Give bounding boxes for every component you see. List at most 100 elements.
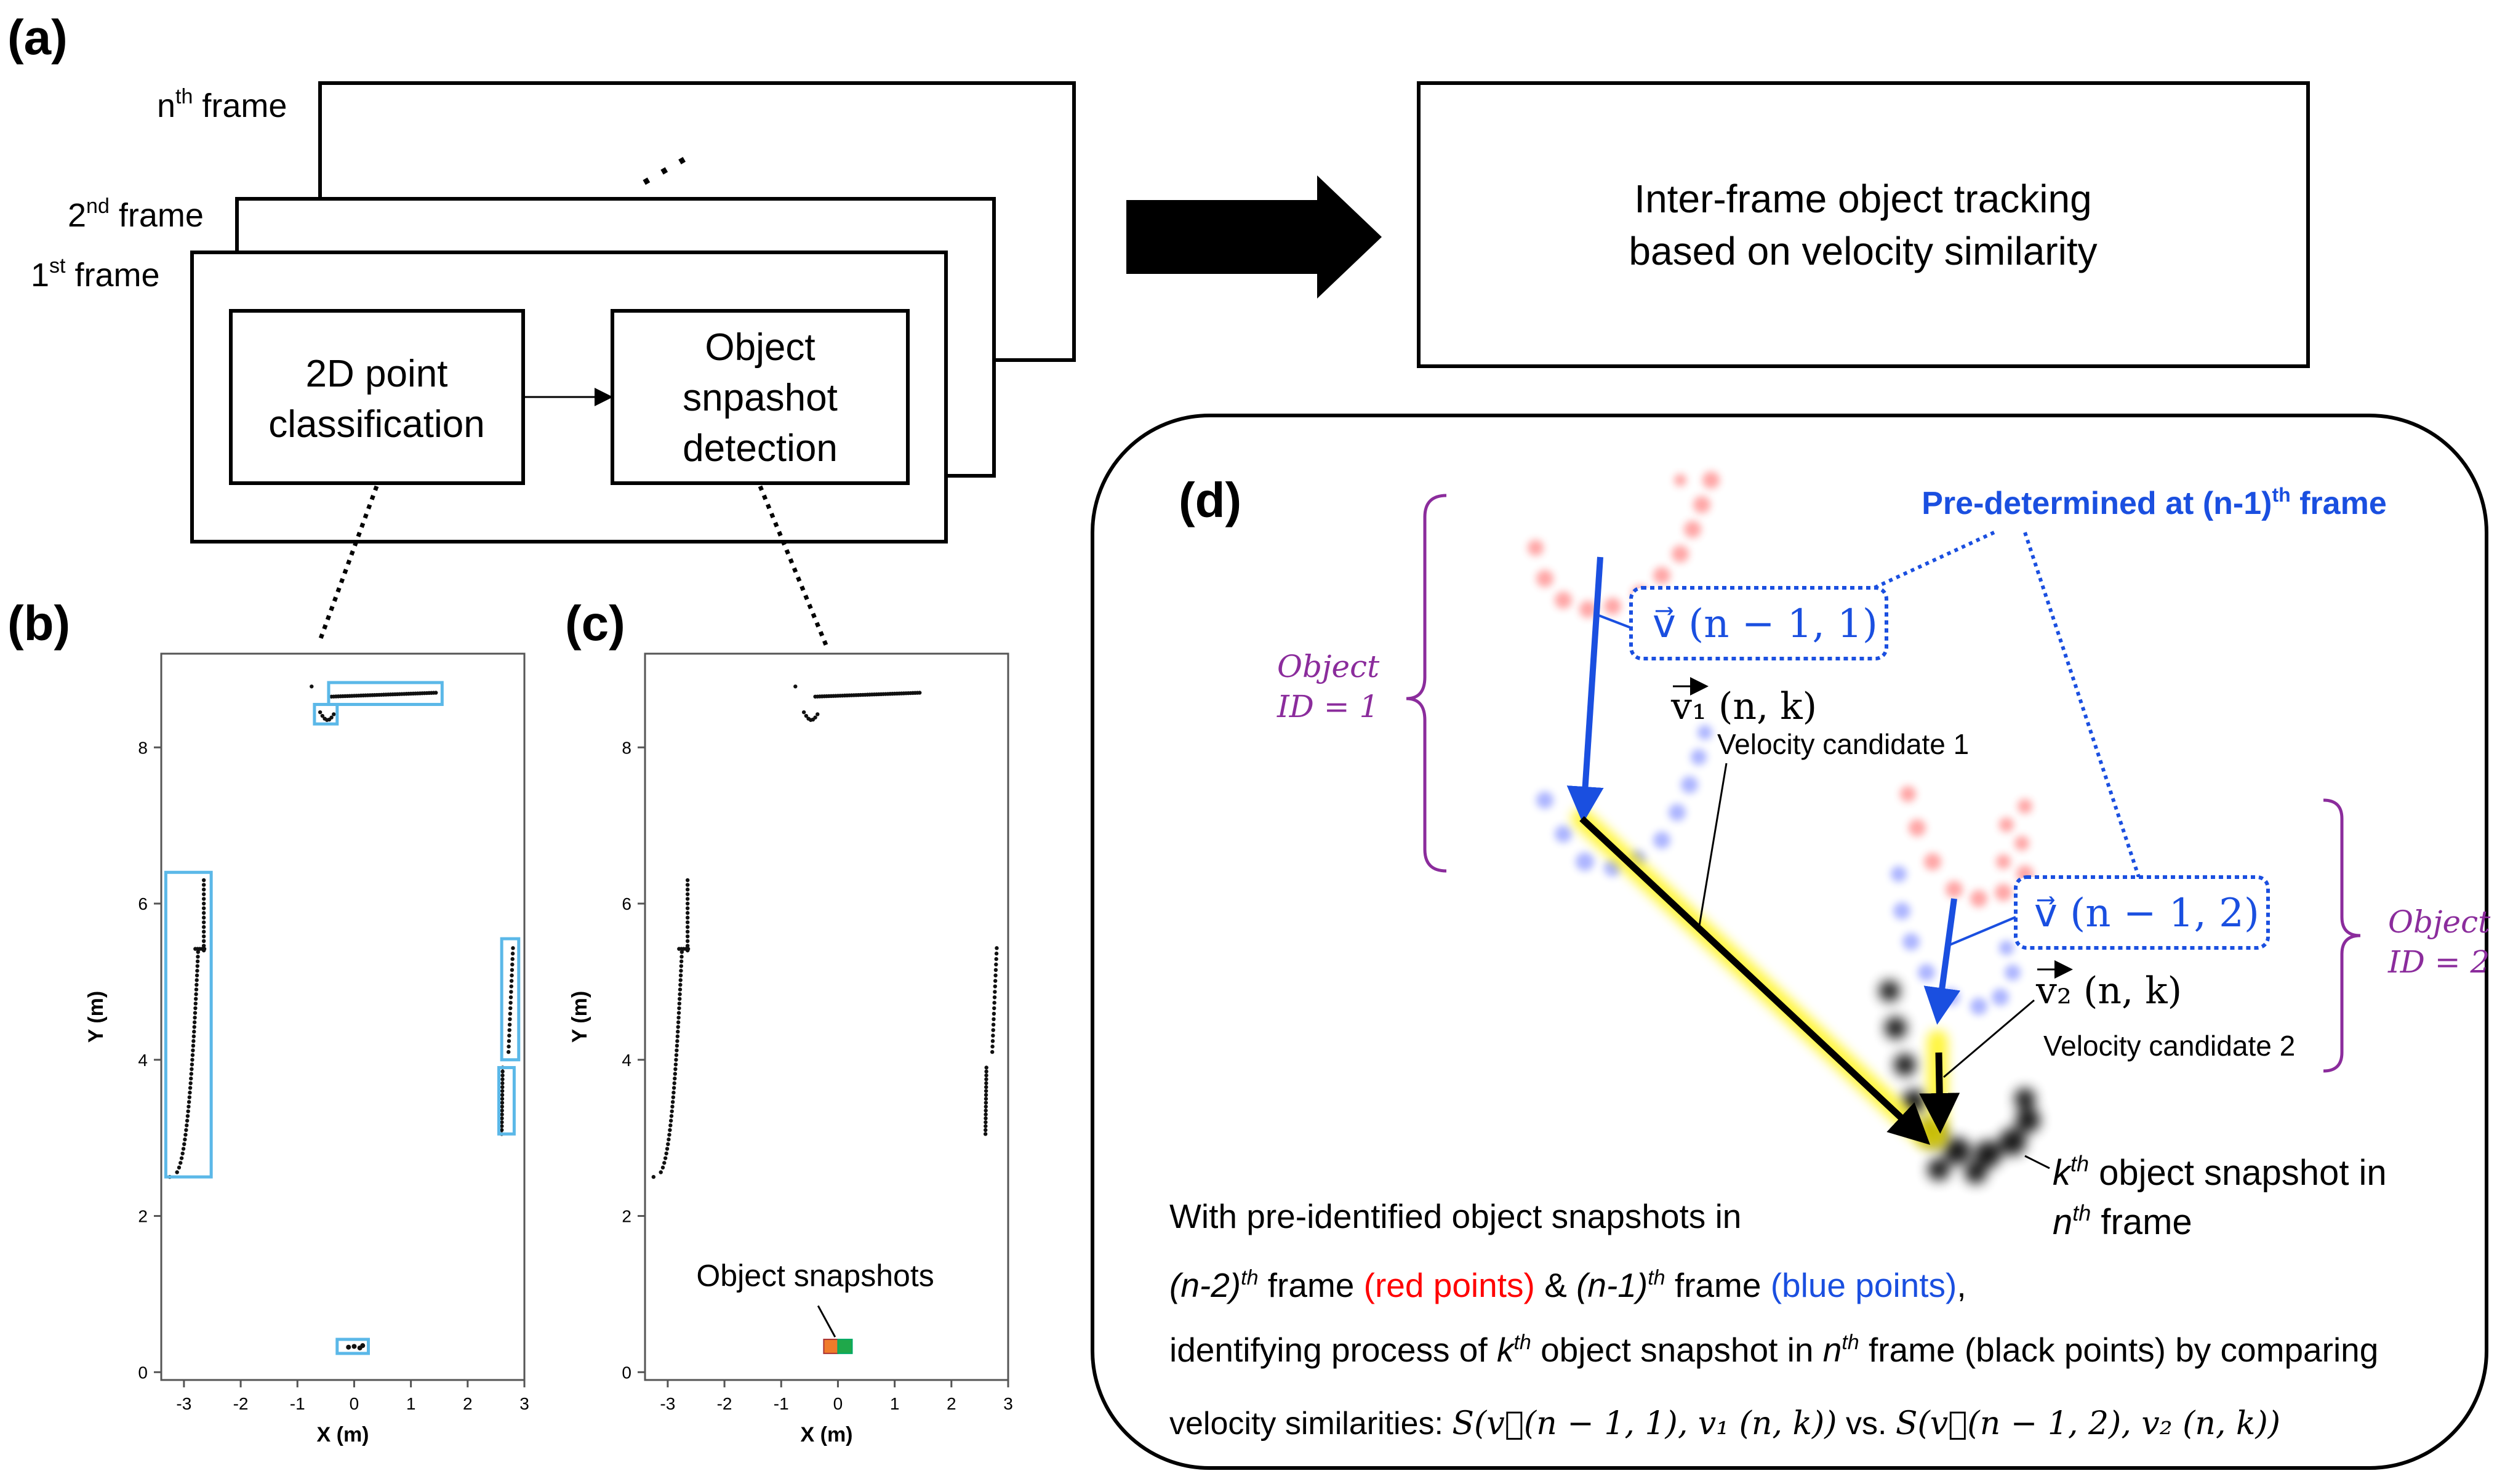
plot-c-point (679, 950, 684, 954)
plot-c-point (804, 713, 809, 718)
plot-c-point (994, 952, 999, 956)
vprev2-box (2014, 875, 2270, 950)
obj2-label-line2: ID = 2 (2387, 944, 2490, 980)
plot-c-point (993, 990, 997, 994)
plot-b-xtick-label: -3 (176, 1394, 191, 1413)
plot-c-point (685, 948, 690, 953)
plot-b-xtick-label: 2 (463, 1394, 473, 1413)
plot-c-point (685, 897, 690, 901)
plot-c-point (994, 957, 998, 961)
plot-c-point (668, 1123, 673, 1128)
plot-b-cluster-box (164, 870, 213, 1179)
plot-c-point (678, 987, 683, 992)
plot-c-point (662, 1161, 667, 1165)
plot-b-point (500, 1093, 505, 1097)
plot-c-point (673, 1077, 677, 1081)
plot-b-point (187, 1095, 192, 1099)
plot-b-point (177, 1165, 182, 1170)
plot-b-point (201, 887, 206, 892)
plot-b-ytick-label: 6 (138, 894, 148, 913)
plot-c-snapshot-orange (823, 1339, 839, 1354)
plot-c-point (670, 1104, 675, 1109)
plot-c-point (674, 1053, 679, 1057)
detection-line1: Object (705, 326, 815, 369)
plot-c-point (984, 1112, 988, 1117)
plot-b-point (433, 691, 438, 695)
plot-b-point (507, 1033, 511, 1038)
plot-c-point (984, 1120, 988, 1125)
plot-b-point (188, 1086, 193, 1090)
plot-c-point (678, 973, 683, 977)
plot-b-point (500, 1109, 504, 1113)
cand1-label: Velocity candidate 1 (1717, 728, 1969, 760)
plot-b-point (183, 1137, 187, 1142)
plot-b-point (193, 1016, 197, 1020)
plot-c-point (992, 1017, 996, 1022)
plot-b-object-point (360, 1343, 366, 1349)
panel-d-frame (1091, 414, 2488, 1470)
detection-line3: detection (683, 427, 838, 470)
panel-label-c: (c) (565, 596, 625, 651)
plot-c-ytick-label: 0 (622, 1363, 631, 1382)
detection-box (611, 309, 910, 485)
caption-line2: (n-2)th frame (red points) & (n-1)th fra… (1169, 1266, 1966, 1304)
plot-c-point (813, 715, 817, 720)
plot-b-point (196, 955, 200, 959)
plot-b-point (188, 1090, 192, 1095)
plot-b-ytick-label: 8 (138, 738, 148, 757)
plot-b-point (189, 1077, 193, 1081)
plot-b-point (500, 1081, 505, 1086)
plot-c-point (670, 1100, 675, 1104)
plot-b-point (201, 944, 206, 948)
plot-b-point (190, 1057, 194, 1062)
plot-c-point (992, 1011, 996, 1016)
plot-c-point (984, 1128, 988, 1133)
plot-b-point (510, 952, 515, 956)
plot-c-xtick-label: -3 (660, 1394, 675, 1413)
callout-line-1 (1873, 531, 1995, 590)
plot-b-point (510, 973, 514, 977)
plot-b-ytick-label: 4 (138, 1051, 148, 1070)
plot-b-point (332, 712, 336, 716)
predetermined-label: Pre-determined at (n-1)th frame (1922, 484, 2387, 521)
plot-b-point (318, 710, 323, 715)
plot-c-point (678, 997, 682, 1001)
plot-b-point (201, 892, 206, 896)
velocity-candidate-2-arrow (1919, 1052, 1960, 1134)
tracking-box (1417, 81, 2310, 368)
panel-label-d: (d) (1179, 473, 1241, 527)
plot-b-point (500, 1124, 504, 1128)
plot-c-point (990, 1039, 995, 1043)
vprev1-leader (1598, 614, 1632, 629)
plot-c-point (660, 1165, 665, 1170)
plot-b-point (186, 1104, 191, 1109)
plot-c-xtick-label: -2 (717, 1394, 732, 1413)
plot-b-point (175, 1170, 179, 1174)
plot-c-xtick-label: 3 (1003, 1394, 1013, 1413)
plot-c-point (990, 1045, 995, 1049)
plot-b-point (193, 1011, 198, 1015)
plot-b-point (507, 1045, 511, 1049)
obj1-brace (1406, 494, 1447, 873)
plot-c-point (984, 1069, 988, 1074)
plot-b-point (179, 1156, 184, 1160)
vcand2-label: v₂ (n, k) (2035, 969, 2182, 1013)
plot-c-point (801, 710, 806, 715)
plot-b-point (509, 984, 513, 989)
plot-c-point (990, 1049, 995, 1054)
plot-b-point (500, 1089, 505, 1093)
frame-2-label: 2nd frame (68, 195, 204, 234)
plot-c-point (685, 944, 690, 948)
plot-b-point (201, 897, 206, 901)
plot-c-ylabel: Y (m) (568, 991, 591, 1043)
plot-c-point (675, 1039, 679, 1043)
plot-c-point (673, 1072, 678, 1076)
plot-b-point (194, 973, 199, 977)
plot-c-point (669, 1113, 674, 1118)
plot-b-point (320, 713, 325, 718)
plot-c-ytick-label: 8 (622, 738, 631, 757)
plot-c-point (668, 1118, 673, 1123)
